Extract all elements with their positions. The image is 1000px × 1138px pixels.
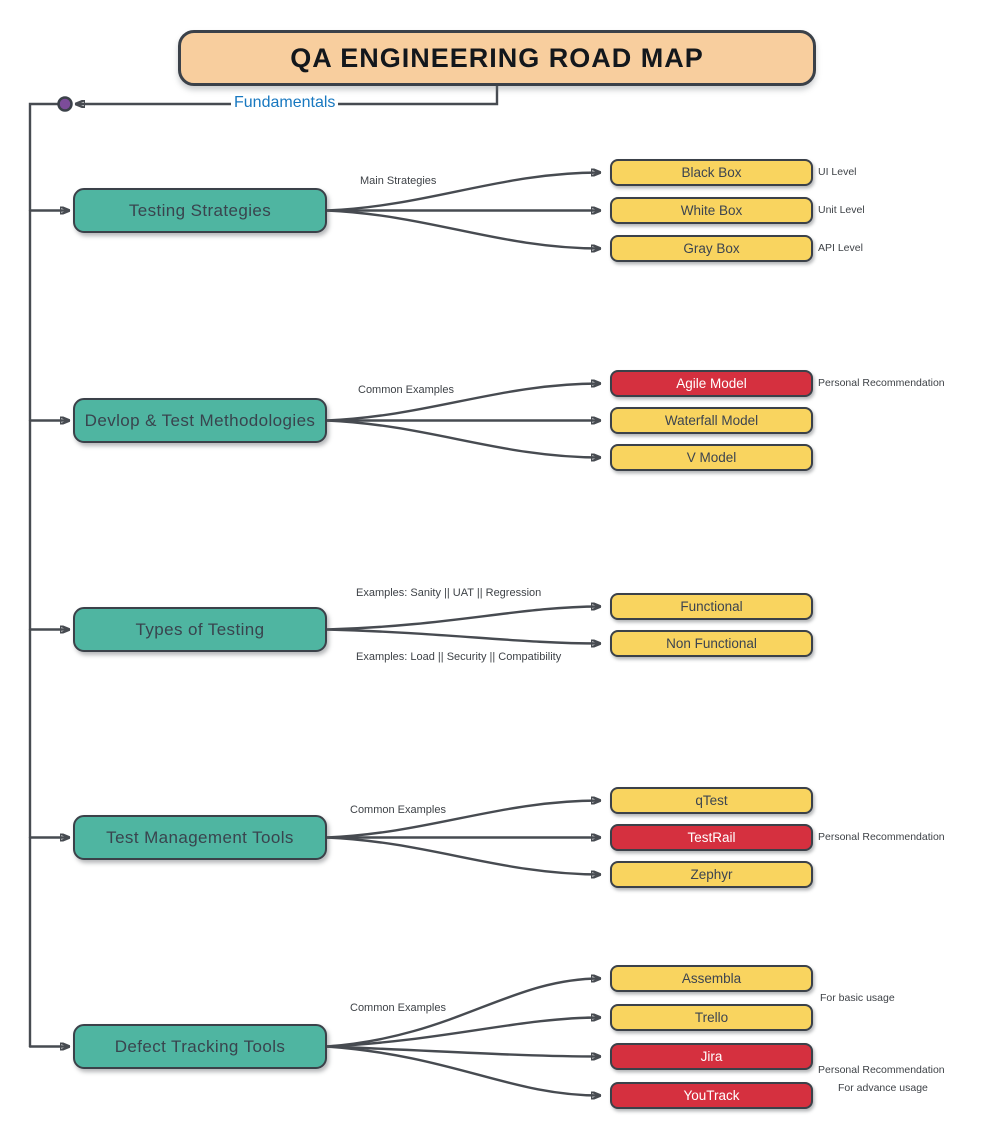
side-note-for-basic-usage: For basic usage (820, 992, 895, 1004)
root-title-node: QA ENGINEERING ROAD MAP (178, 30, 816, 86)
side-note-for-advance-usage: For advance usage (838, 1082, 928, 1094)
edge-label-main-strategies: Main Strategies (360, 175, 437, 187)
edge-label-functional-examples: Examples: Sanity || UAT || Regression (356, 587, 542, 599)
side-note-unit-level: Unit Level (818, 204, 865, 216)
child-node-testrail: TestRail (610, 824, 813, 851)
edge-label-common-examples: Common Examples (358, 384, 454, 396)
edge-curve (325, 1045, 602, 1057)
edge-curve (325, 801, 602, 839)
root-edge-line (74, 84, 499, 104)
child-node-youtrack: YouTrack (610, 1082, 813, 1109)
child-node-jira: Jira (610, 1043, 813, 1070)
edge-label-nonfunctional-examples: Examples: Load || Security || Compatibil… (356, 651, 562, 663)
child-node-trello: Trello (610, 1004, 813, 1031)
edge-curve (325, 173, 602, 212)
side-note-ui-level: UI Level (818, 166, 857, 178)
child-node-v-model: V Model (610, 444, 813, 471)
edge-curve (325, 209, 602, 249)
edge-curve (325, 628, 602, 644)
root-dot (57, 96, 73, 112)
side-note-personal-recommendation: Personal Recommendation (818, 831, 945, 843)
trunk-line (28, 102, 60, 1048)
root-edge-label: Fundamentals (231, 94, 339, 112)
child-node-assembla: Assembla (610, 965, 813, 992)
edge-curve (325, 607, 602, 631)
side-note-api-level: API Level (818, 242, 863, 254)
branch-node-types-of-testing: Types of Testing (73, 607, 327, 652)
edge-label-common-examples: Common Examples (350, 1002, 446, 1014)
child-node-functional: Functional (610, 593, 813, 620)
edge-curve (325, 836, 602, 875)
branch-node-devlop-test-methodologies: Devlop & Test Methodologies (73, 398, 327, 443)
branch-node-defect-tracking-tools: Defect Tracking Tools (73, 1024, 327, 1069)
edge-curve (325, 1018, 602, 1048)
child-node-waterfall-model: Waterfall Model (610, 407, 813, 434)
branch-node-testing-strategies: Testing Strategies (73, 188, 327, 233)
edge-label-common-examples: Common Examples (350, 804, 446, 816)
child-node-non-functional: Non Functional (610, 630, 813, 657)
child-node-zephyr: Zephyr (610, 861, 813, 888)
child-node-agile-model: Agile Model (610, 370, 813, 397)
child-node-gray-box: Gray Box (610, 235, 813, 262)
edge-curve (325, 384, 602, 422)
child-node-qtest: qTest (610, 787, 813, 814)
branch-node-test-management-tools: Test Management Tools (73, 815, 327, 860)
edge-curve (325, 419, 602, 458)
child-node-white-box: White Box (610, 197, 813, 224)
side-note-personal-recommendation: Personal Recommendation (818, 377, 945, 389)
side-note-personal-recommendation: Personal Recommendation (818, 1064, 945, 1076)
edge-curve (325, 979, 602, 1048)
edge-curve (325, 1045, 602, 1096)
child-node-black-box: Black Box (610, 159, 813, 186)
